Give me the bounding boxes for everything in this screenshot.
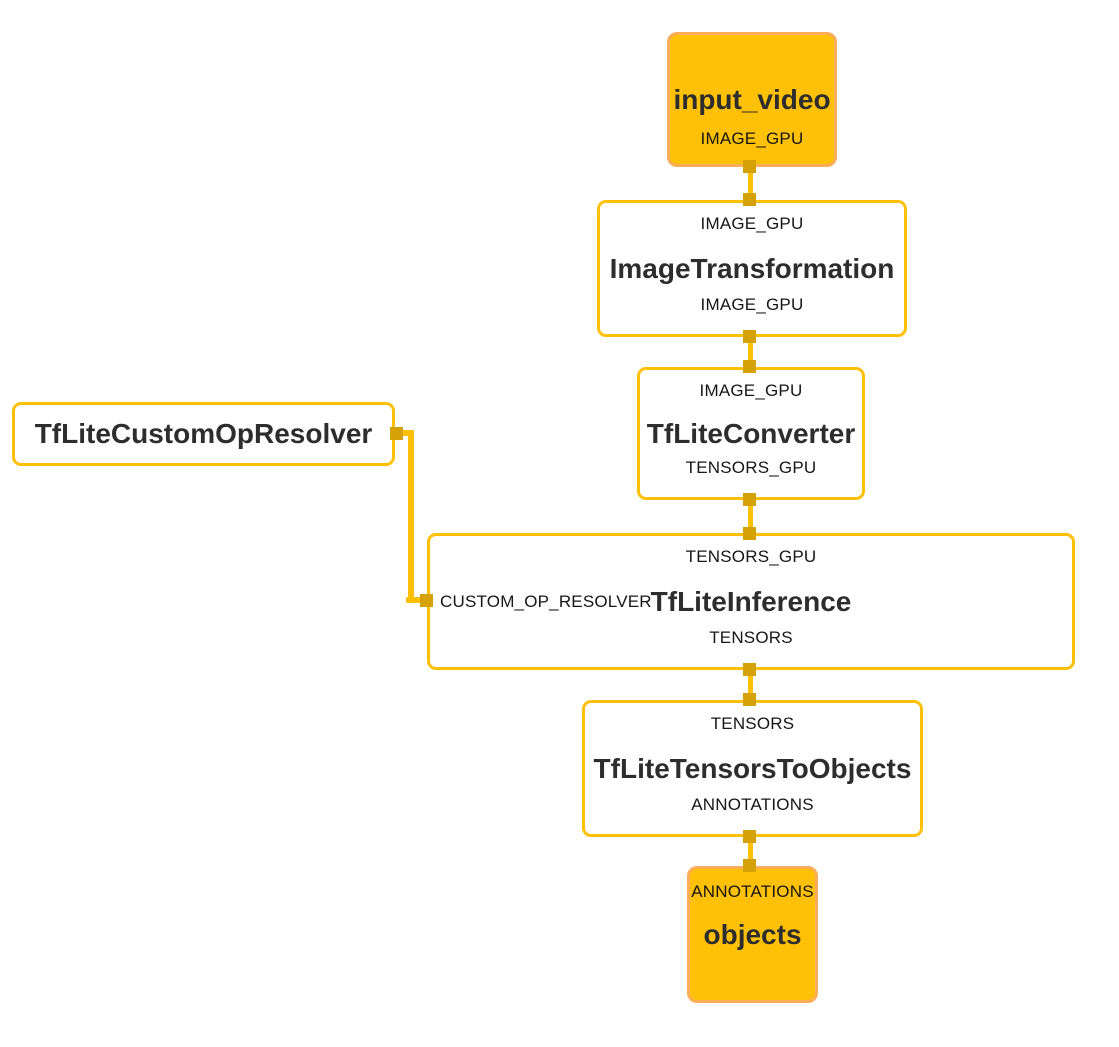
- node-input-video[interactable]: input_video IMAGE_GPU: [667, 32, 837, 167]
- output-port-label: TENSORS: [709, 628, 793, 647]
- node-objects[interactable]: ANNOTATIONS objects: [687, 866, 818, 1003]
- edge-image-transformation-to-tflite-converter: [748, 337, 753, 367]
- port-square: [743, 663, 756, 676]
- input-port-label: ANNOTATIONS: [691, 882, 814, 901]
- port-square: [420, 594, 433, 607]
- port-square: [743, 360, 756, 373]
- output-port-label: TENSORS_GPU: [685, 458, 817, 477]
- edge-tflite-inference-to-tflite-tensors-to-objects: [748, 670, 753, 700]
- node-title: ImageTransformation: [609, 252, 895, 284]
- edge-resolver-elbow-vertical: [408, 430, 414, 603]
- input-port-label: TENSORS: [710, 714, 795, 733]
- node-tflite-custom-op-resolver[interactable]: TfLiteCustomOpResolver: [12, 402, 395, 466]
- output-port-label: ANNOTATIONS: [691, 795, 814, 814]
- node-tflite-inference[interactable]: TENSORS_GPU CUSTOM_OP_RESOLVER TfLiteInf…: [427, 533, 1075, 670]
- edge-input-video-to-image-transformation: [748, 167, 753, 200]
- side-input-port-label: CUSTOM_OP_RESOLVER: [440, 591, 652, 611]
- output-port-label: IMAGE_GPU: [700, 129, 804, 148]
- edge-resolver-elbow-bottom: [406, 597, 428, 603]
- edge-tflite-converter-to-tflite-inference: [748, 500, 753, 533]
- output-port-label: IMAGE_GPU: [700, 295, 804, 314]
- input-port-label: IMAGE_GPU: [699, 381, 803, 400]
- port-square: [390, 427, 403, 440]
- port-square: [743, 859, 756, 872]
- port-square: [743, 693, 756, 706]
- node-title: TfLiteCustomOpResolver: [34, 418, 373, 449]
- node-title: objects: [703, 918, 802, 950]
- input-port-label: TENSORS_GPU: [685, 547, 817, 566]
- node-title: TfLiteTensorsToObjects: [593, 752, 912, 784]
- port-square: [743, 830, 756, 843]
- port-square: [743, 330, 756, 343]
- node-title: TfLiteConverter: [646, 417, 856, 449]
- input-port-label: IMAGE_GPU: [700, 214, 804, 233]
- node-image-transformation[interactable]: IMAGE_GPU ImageTransformation IMAGE_GPU: [597, 200, 907, 337]
- edge-tflite-tensors-to-objects-to-objects: [748, 837, 753, 866]
- node-title: TfLiteInference: [650, 585, 852, 617]
- port-square: [743, 493, 756, 506]
- node-tflite-tensors-to-objects[interactable]: TENSORS TfLiteTensorsToObjects ANNOTATIO…: [582, 700, 923, 837]
- node-title: input_video: [673, 83, 831, 115]
- node-tflite-converter[interactable]: IMAGE_GPU TfLiteConverter TENSORS_GPU: [637, 367, 865, 500]
- port-square: [743, 527, 756, 540]
- port-square: [743, 193, 756, 206]
- edge-resolver-elbow-top: [396, 430, 414, 436]
- port-square: [743, 160, 756, 173]
